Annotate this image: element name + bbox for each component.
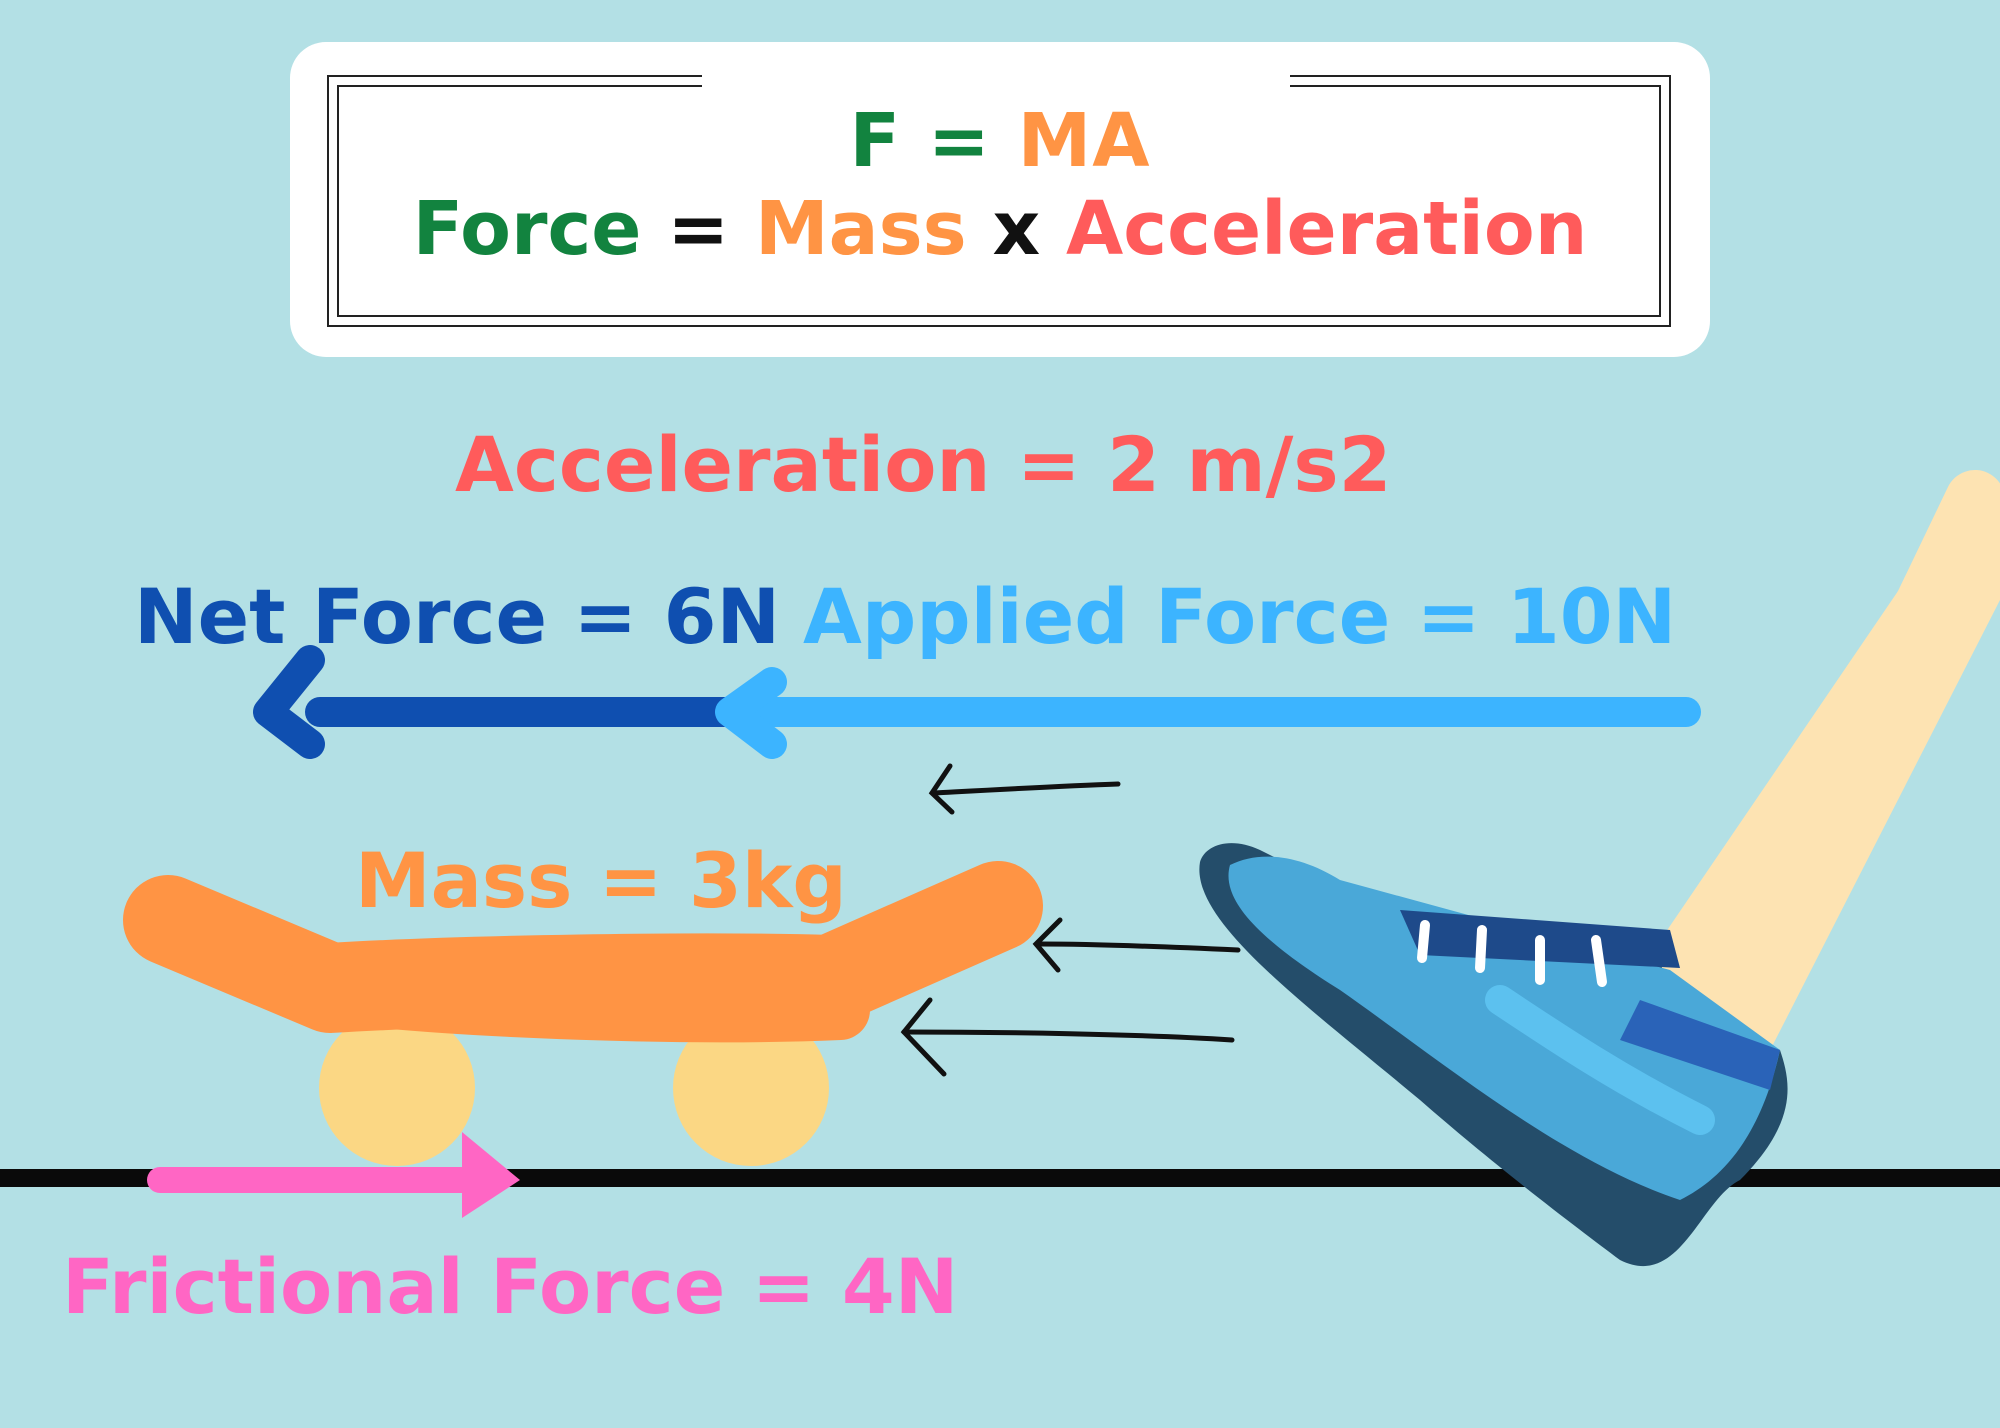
- formula-short: F = MA: [290, 98, 1710, 184]
- shoe-icon: [1199, 843, 1788, 1267]
- formula-card: [290, 42, 1710, 357]
- net-force-label: Net Force = 6N: [134, 572, 781, 661]
- formula-equals-long: =: [667, 186, 730, 272]
- formula-ma: MA: [1017, 98, 1151, 184]
- frictional-force-label: Frictional Force = 4N: [62, 1242, 959, 1331]
- applied-force-arrow: [715, 667, 1701, 759]
- formula-force: Force: [412, 186, 642, 272]
- skateboard-icon: [123, 861, 1043, 1166]
- skateboard-wheel-left: [319, 1010, 475, 1166]
- formula-acceleration: Acceleration: [1065, 186, 1588, 272]
- shoelaces: [1417, 920, 1607, 987]
- acceleration-label: Acceleration = 2 m/s2: [455, 420, 1392, 509]
- formula-equals: =: [927, 98, 991, 184]
- mass-label: Mass = 3kg: [355, 836, 847, 925]
- formula-mass: Mass: [755, 186, 967, 272]
- net-force-arrow: [253, 645, 775, 759]
- leg-icon: [1640, 470, 2000, 1070]
- formula-f: F: [849, 98, 902, 184]
- skateboard-wheel-right: [673, 1010, 829, 1166]
- applied-force-label: Applied Force = 10N: [803, 572, 1677, 661]
- frictional-force-arrow: [147, 1132, 520, 1218]
- formula-times: x: [992, 186, 1041, 272]
- formula-long: Force = Mass x Acceleration: [290, 186, 1710, 272]
- formula-frame: [327, 75, 1671, 327]
- motion-arrow-icon: [900, 763, 1241, 1077]
